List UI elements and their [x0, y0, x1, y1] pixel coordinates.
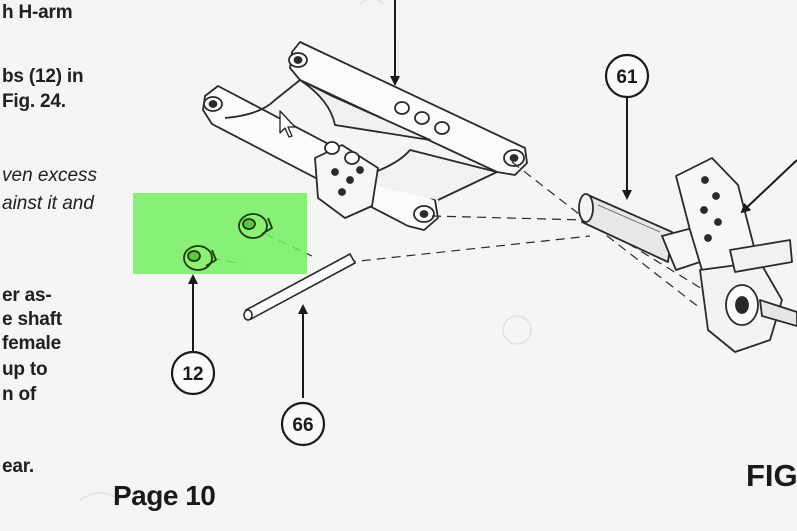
figure-label: FIG — [746, 458, 797, 493]
instruction-line-3: Fig. 24. — [2, 91, 66, 112]
instruction-line-8: female — [2, 333, 62, 354]
rear-hub-carrier-part — [578, 157, 797, 353]
callout-61-number: 61 — [616, 67, 638, 88]
annotation-highlight — [133, 193, 307, 274]
leader-arrow-carrier — [740, 159, 797, 214]
callout-12: 12 — [170, 350, 216, 396]
instruction-line-9: up to — [2, 359, 48, 380]
instruction-line-1: h H-arm — [2, 2, 73, 23]
h-arm-part — [202, 41, 528, 231]
instruction-line-2: bs (12) in — [2, 66, 84, 87]
instruction-line-10: n of — [2, 384, 37, 405]
instruction-line-11: ear. — [2, 456, 34, 477]
page-number-label: Page 10 — [113, 480, 216, 511]
instruction-line-7: e shaft — [2, 309, 62, 330]
callout-66-number: 66 — [292, 415, 313, 436]
callout-12-number: 12 — [182, 364, 203, 385]
hinge-pin-part — [243, 252, 357, 321]
callout-66: 66 — [280, 401, 326, 447]
callout-61: 61 — [604, 53, 650, 99]
arrow-pointer-icon — [279, 110, 296, 138]
bleed-through-shapes — [79, 0, 532, 501]
instruction-line-6: er as- — [2, 285, 52, 306]
instruction-line-5: ainst it and — [2, 193, 94, 214]
instruction-line-4: ven excess — [2, 165, 98, 186]
